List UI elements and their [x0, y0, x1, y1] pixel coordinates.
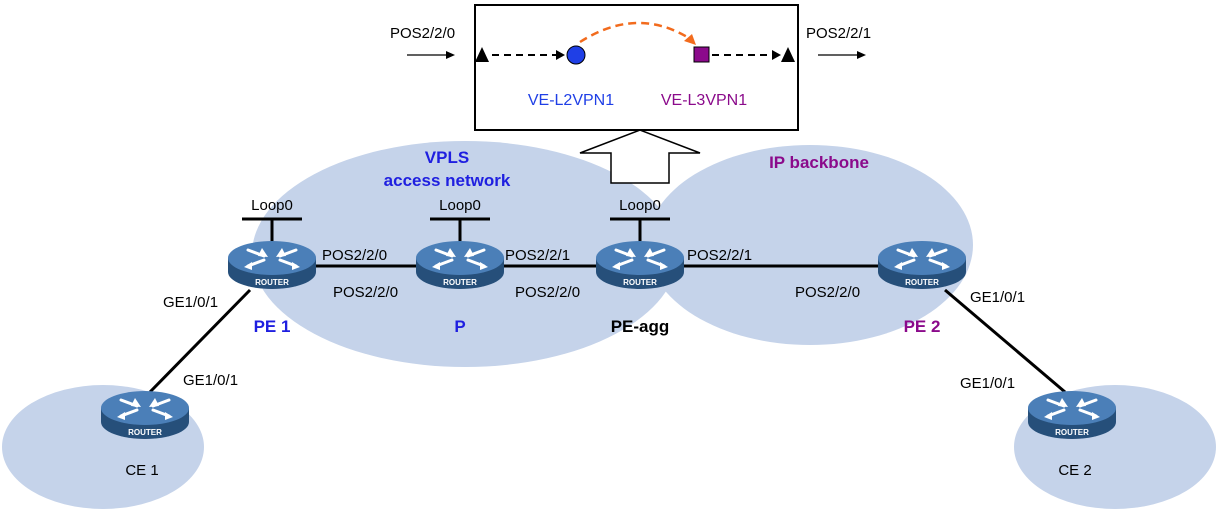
link-pe1-ce1	[148, 288, 252, 394]
if-p-to-peagg: POS2/2/1	[505, 247, 570, 264]
out-arrow-head	[857, 51, 866, 59]
ingress-triangle-icon	[475, 47, 489, 62]
router-peagg[interactable]: ROUTER	[594, 239, 686, 291]
loop0-label-peagg: Loop0	[619, 197, 661, 214]
l3vpn-node-icon	[693, 46, 710, 63]
router-badge: ROUTER	[1055, 428, 1089, 437]
link-pe2-ce2	[944, 288, 1066, 394]
flow-arc-head	[684, 34, 696, 45]
vpls-label-line2: access network	[384, 171, 511, 190]
label-pe1: PE 1	[254, 317, 291, 336]
egress-triangle-icon	[781, 47, 795, 62]
router-badge: ROUTER	[443, 278, 477, 287]
if-ce1-to-pe1: GE1/0/1	[183, 372, 238, 389]
in-arrow-head	[446, 51, 455, 59]
router-badge: ROUTER	[255, 278, 289, 287]
router-p[interactable]: ROUTER	[414, 239, 506, 291]
detail-box	[474, 4, 799, 131]
l2vpn-label: VE-L2VPN1	[528, 92, 614, 109]
ip-backbone-label: IP backbone	[769, 153, 869, 172]
router-badge: ROUTER	[623, 278, 657, 287]
router-ce1[interactable]: ROUTER	[99, 389, 191, 441]
flow-dash-in-head	[556, 50, 565, 60]
flow-arc-orange	[579, 21, 693, 44]
if-peagg-from-p: POS2/2/0	[515, 284, 580, 301]
router-badge: ROUTER	[905, 278, 939, 287]
label-peagg: PE-agg	[611, 317, 670, 336]
if-pe1-to-ce1: GE1/0/1	[163, 294, 218, 311]
loop0-label-pe1: Loop0	[251, 197, 293, 214]
detail-in-port-label: POS2/2/0	[390, 25, 455, 42]
l2vpn-node-icon	[566, 45, 586, 65]
router-badge: ROUTER	[128, 428, 162, 437]
if-p-from-pe1: POS2/2/0	[333, 284, 398, 301]
router-ce2[interactable]: ROUTER	[1026, 389, 1118, 441]
if-ce2-to-pe2: GE1/0/1	[960, 375, 1015, 392]
label-ce2: CE 2	[1058, 462, 1091, 479]
if-peagg-to-pe2: POS2/2/1	[687, 247, 752, 264]
flow-dash-out-head	[772, 50, 781, 60]
label-pe2: PE 2	[904, 317, 941, 336]
vpls-label: VPLS	[425, 148, 469, 167]
router-pe1[interactable]: ROUTER	[226, 239, 318, 291]
if-pe2-from-peagg: POS2/2/0	[795, 284, 860, 301]
router-pe2[interactable]: ROUTER	[876, 239, 968, 291]
l3vpn-label: VE-L3VPN1	[661, 92, 747, 109]
if-pe2-to-ce2: GE1/0/1	[970, 289, 1025, 306]
label-ce1: CE 1	[125, 462, 158, 479]
label-p: P	[454, 317, 465, 336]
if-pe1-to-p: POS2/2/0	[322, 247, 387, 264]
backbone-cloud	[647, 145, 973, 345]
loop0-label-p: Loop0	[439, 197, 481, 214]
detail-out-port-label: POS2/2/1	[806, 25, 871, 42]
zoom-up-arrow	[579, 129, 701, 184]
